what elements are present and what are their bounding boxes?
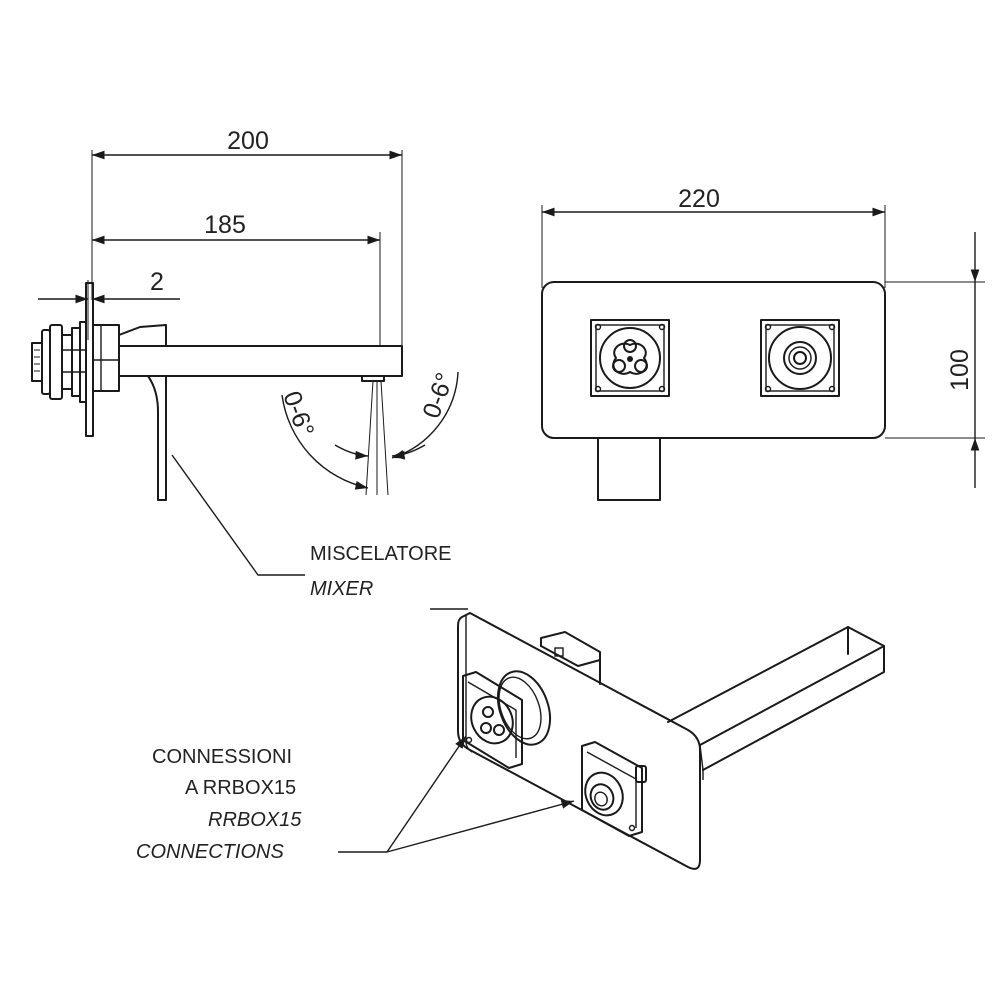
side-connector (31, 321, 87, 403)
connections-leader-lines (338, 735, 575, 853)
dimension-spout-length: 185 (92, 211, 380, 245)
dimension-front-width-label: 220 (678, 185, 720, 213)
isometric-view: CONNESSIONI A RRBOX15 RRBOX15 CONNECTION… (136, 608, 885, 870)
dimension-front-height-label: 100 (946, 349, 974, 391)
dimension-front-width: 220 (542, 185, 885, 217)
front-view: 220 100 (541, 185, 985, 501)
mixer-leader-line (171, 454, 305, 576)
dimension-front-height: 100 (946, 232, 980, 488)
side-mixer-lever (118, 375, 167, 501)
dimension-plate-thickness: 2 (38, 268, 180, 304)
side-body (92, 324, 167, 392)
side-spout (118, 345, 403, 382)
connections-label-english-line1: RRBOX15 (208, 809, 302, 831)
front-cartridge-connector (590, 319, 670, 397)
front-mixer-lever (597, 437, 661, 501)
mixer-label-italian: MISCELATORE (310, 543, 452, 565)
front-wall-plate (541, 281, 886, 439)
iso-wall-plate (457, 612, 701, 870)
connections-label-italian-line2: A RRBOX15 (185, 777, 296, 799)
iso-spout (667, 626, 885, 780)
tilt-angle-indicator: 0-6° 0-6° (277, 369, 459, 496)
dimension-total-length-label: 200 (227, 127, 269, 155)
mixer-label-english: MIXER (310, 578, 373, 600)
side-view: 200 185 2 (31, 127, 459, 600)
tilt-right-label: 0-6° (417, 369, 459, 422)
iso-cartridge-connector (462, 670, 552, 769)
dimension-plate-thickness-label: 2 (150, 268, 164, 296)
iso-outlet-connector (581, 741, 647, 837)
connections-label-italian-line1: CONNESSIONI (152, 746, 292, 768)
connections-label-english-line2: CONNECTIONS (136, 841, 284, 863)
dimension-spout-length-label: 185 (204, 211, 246, 239)
dimension-total-length: 200 (92, 127, 402, 160)
side-wall-plate (85, 282, 94, 437)
front-outlet-connector (760, 319, 840, 397)
iso-lever (540, 631, 601, 685)
tilt-left-label: 0-6° (277, 387, 319, 440)
